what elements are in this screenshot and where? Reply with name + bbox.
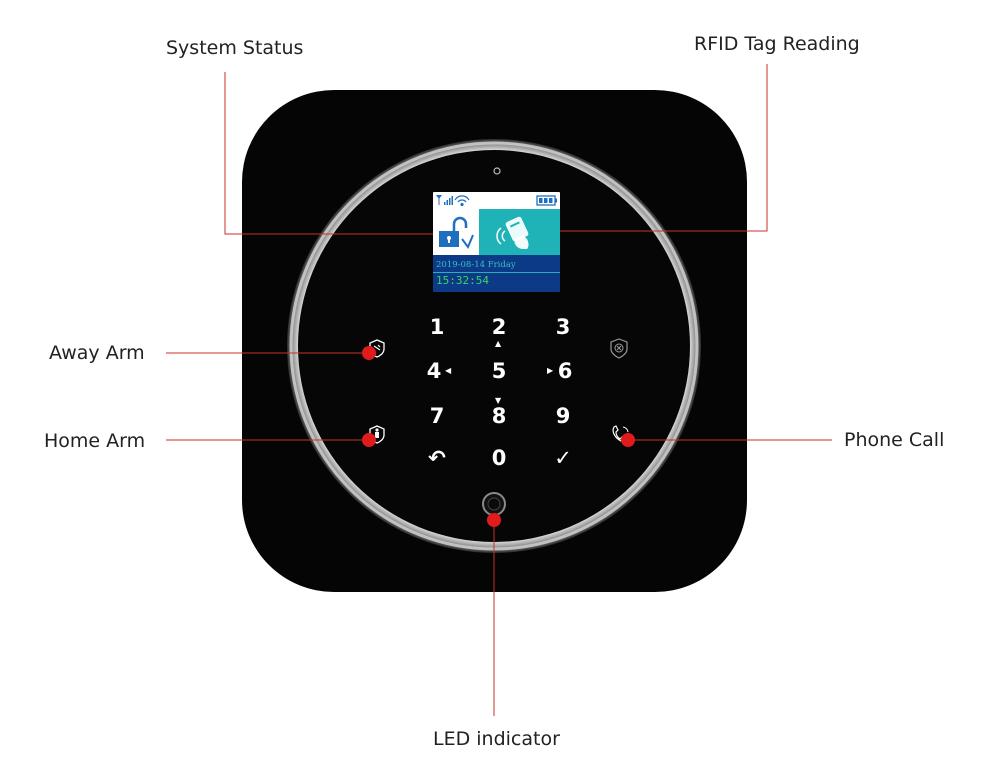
- key-8[interactable]: ▼8: [491, 396, 507, 429]
- dot-phone-call: [621, 433, 635, 447]
- left-arrow-icon: ◀: [445, 366, 452, 375]
- shield-x-icon[interactable]: [610, 338, 628, 359]
- leader-lines: [166, 64, 832, 716]
- key-5[interactable]: 5: [491, 359, 507, 383]
- ok-key[interactable]: ✓: [543, 443, 583, 473]
- dot-away-arm: [362, 346, 376, 360]
- unlock-icon: [439, 216, 474, 249]
- key-4[interactable]: 4◀: [426, 359, 452, 383]
- label-system-status: System Status: [166, 37, 304, 59]
- screen-date: 2019-08-14 Friday: [436, 260, 516, 270]
- key-9[interactable]: 9: [555, 404, 571, 428]
- key-3[interactable]: 3: [555, 315, 571, 339]
- label-led-indicator: LED indicator: [433, 728, 560, 750]
- rfid-card-icon: [496, 216, 529, 249]
- rfid-panel: [479, 209, 560, 255]
- label-away-arm: Away Arm: [49, 342, 145, 364]
- check-icon: ✓: [554, 446, 572, 470]
- system-status-panel: [433, 209, 479, 255]
- battery-icon: [536, 195, 557, 206]
- back-arrow-icon: ↶: [428, 446, 446, 470]
- dot-home-arm: [362, 433, 376, 447]
- back-key[interactable]: ↶: [417, 443, 457, 473]
- screen-divider: [433, 272, 560, 273]
- up-arrow-icon: ▲: [495, 339, 502, 348]
- label-rfid-tag-reading: RFID Tag Reading: [694, 33, 860, 55]
- label-home-arm: Home Arm: [44, 430, 146, 452]
- key-7[interactable]: 7: [429, 404, 445, 428]
- leader-system-status: [224, 72, 441, 235]
- screen-status-bar: [433, 192, 560, 209]
- label-phone-call: Phone Call: [844, 429, 945, 451]
- screen-time: 15:32:54: [436, 274, 489, 287]
- key-1[interactable]: 1: [429, 315, 445, 339]
- phone-call-icon[interactable]: [612, 425, 629, 443]
- right-arrow-icon: ▶: [547, 366, 554, 375]
- dot-led: [487, 513, 501, 527]
- key-6[interactable]: ▶6: [547, 359, 573, 383]
- key-2[interactable]: 2▲: [491, 315, 507, 348]
- lcd-screen: 2019-08-14 Friday 15:32:54: [433, 192, 560, 292]
- signal-icon: [436, 195, 453, 205]
- wifi-icon: [454, 195, 470, 207]
- leader-rfid: [541, 64, 768, 232]
- key-0[interactable]: 0: [491, 446, 507, 470]
- camera-dot-icon: [493, 167, 501, 175]
- down-arrow-icon: ▼: [495, 396, 502, 405]
